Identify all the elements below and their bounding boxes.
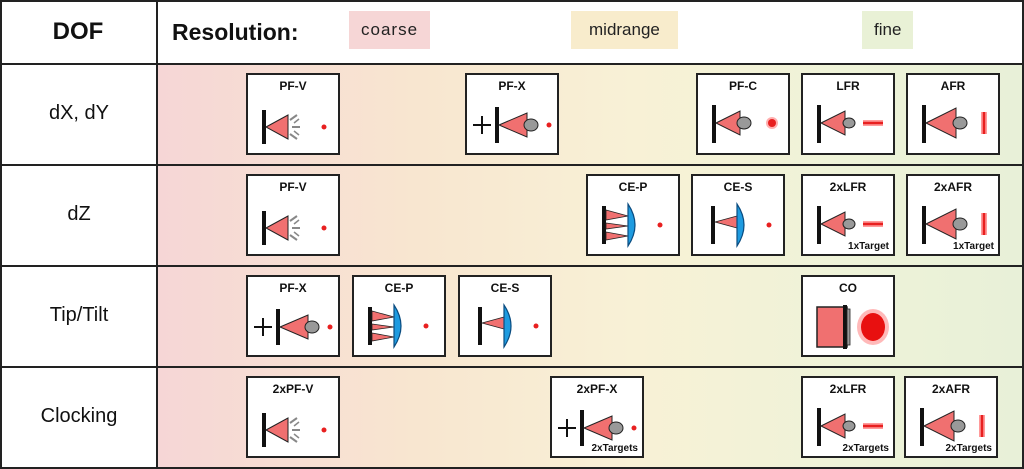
method-card-title: 2xLFR — [829, 382, 867, 396]
method-card-title: LFR — [836, 79, 860, 93]
method-card-afr: AFR — [906, 73, 1000, 155]
dof-row-label: dZ — [67, 202, 91, 225]
ce-p-schematic-icon — [368, 303, 429, 349]
pf-x-schematic-icon — [254, 309, 333, 345]
pf-x-schematic-icon — [473, 107, 552, 143]
method-card-title: CE-S — [723, 180, 753, 194]
method-card-pf-x: 2xPF-X 2xTargets — [550, 376, 644, 458]
pf-c-schematic-icon — [712, 105, 778, 143]
method-card-title: 2xPF-V — [272, 382, 314, 396]
method-card-ce-s: CE-S — [691, 174, 785, 256]
afr-schematic-icon — [922, 105, 987, 143]
table-border-top — [0, 0, 1024, 2]
method-card-title: CE-P — [618, 180, 648, 194]
method-card-pf-v: PF-V — [246, 174, 340, 256]
midrange-label: midrange — [571, 11, 678, 49]
pf-v-schematic-icon — [262, 110, 327, 144]
ce-p-schematic-icon — [602, 202, 663, 248]
method-card-lfr: 2xLFR 1xTarget — [801, 174, 895, 256]
dof-row-label: Tip/Tilt — [49, 303, 109, 326]
method-card-title: PF-X — [498, 79, 526, 93]
row-divider — [0, 164, 1024, 166]
row-divider — [0, 366, 1024, 368]
method-card-title: PF-V — [279, 79, 307, 93]
method-card-title: PF-X — [279, 281, 307, 295]
fine-label: fine — [862, 11, 914, 49]
afr-schematic-icon — [922, 206, 987, 244]
method-card-co: CO — [801, 275, 895, 357]
lfr-schematic-icon — [817, 105, 883, 143]
row-divider — [0, 63, 1024, 65]
ce-s-schematic-icon — [478, 303, 539, 349]
method-card-target-note: 2xTargets — [591, 443, 638, 454]
lfr-schematic-icon — [817, 206, 883, 244]
method-card-afr: 2xAFR 1xTarget — [906, 174, 1000, 256]
method-card-title: PF-V — [279, 180, 307, 194]
resolution-header: Resolution: — [172, 19, 299, 45]
ce-s-schematic-icon — [711, 202, 772, 248]
method-card-title: 2xPF-X — [576, 382, 618, 396]
dof-row-label: Clocking — [40, 404, 118, 427]
method-card-target-note: 1xTarget — [953, 241, 994, 252]
co-schematic-icon — [816, 305, 889, 349]
method-card-target-note: 2xTargets — [945, 443, 992, 454]
method-card-title: CE-P — [384, 281, 414, 295]
method-card-afr: 2xAFR 2xTargets — [904, 376, 998, 458]
dof-header: DOF — [52, 18, 104, 45]
pf-v-schematic-icon — [262, 211, 327, 245]
method-card-pf-x: PF-X — [246, 275, 340, 357]
method-card-target-note: 1xTarget — [848, 241, 889, 252]
method-card-ce-p: CE-P — [352, 275, 446, 357]
method-card-lfr: 2xLFR 2xTargets — [801, 376, 895, 458]
row-divider — [0, 265, 1024, 267]
table-border-right — [1022, 0, 1024, 469]
method-card-title: 2xAFR — [933, 180, 972, 194]
method-card-pf-v: PF-V — [246, 73, 340, 155]
method-card-title: AFR — [940, 79, 966, 93]
lfr-schematic-icon — [817, 408, 883, 446]
coarse-label: coarse — [349, 11, 431, 49]
pf-x-schematic-icon — [558, 410, 637, 446]
method-card-title: CE-S — [490, 281, 520, 295]
pf-v-schematic-icon — [262, 413, 327, 447]
method-card-pf-x: PF-X — [465, 73, 559, 155]
method-card-title: 2xAFR — [931, 382, 970, 396]
method-card-title: PF-C — [729, 79, 757, 93]
column-divider — [156, 0, 158, 469]
method-card-title: CO — [839, 281, 857, 295]
method-card-pf-v: 2xPF-V — [246, 376, 340, 458]
afr-schematic-icon — [920, 408, 985, 446]
dof-row-label: dX, dY — [48, 101, 110, 124]
method-card-target-note: 2xTargets — [842, 443, 889, 454]
method-card-title: 2xLFR — [829, 180, 867, 194]
table-border-left — [0, 0, 2, 469]
method-card-lfr: LFR — [801, 73, 895, 155]
method-card-pf-c: PF-C — [696, 73, 790, 155]
method-card-ce-p: CE-P — [586, 174, 680, 256]
method-card-ce-s: CE-S — [458, 275, 552, 357]
table-border-bottom — [0, 467, 1024, 469]
